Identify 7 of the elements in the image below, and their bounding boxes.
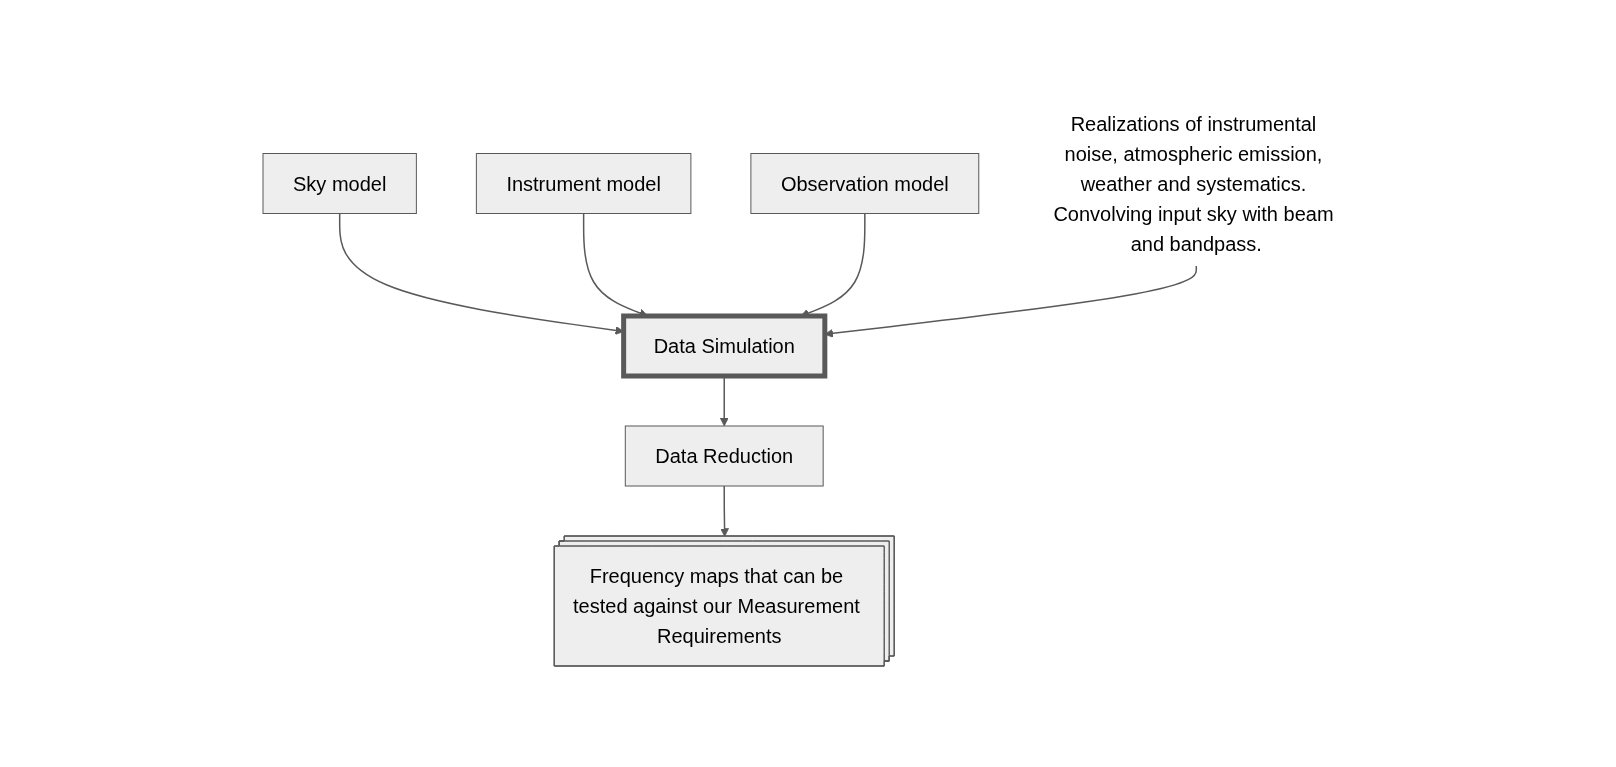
node-box: Data Reduction [624, 425, 824, 487]
node-box: Data Simulation [620, 313, 827, 379]
arrow [719, 485, 729, 537]
node-box: Instrument model [475, 153, 691, 214]
node-text: Realizations of instrumental noise, atmospheric emission, weather and systematics. Convolving input sky with beam and bandpass. [1053, 112, 1334, 255]
node-box: Observation model [750, 153, 979, 214]
node-box: Sky model [262, 153, 417, 214]
